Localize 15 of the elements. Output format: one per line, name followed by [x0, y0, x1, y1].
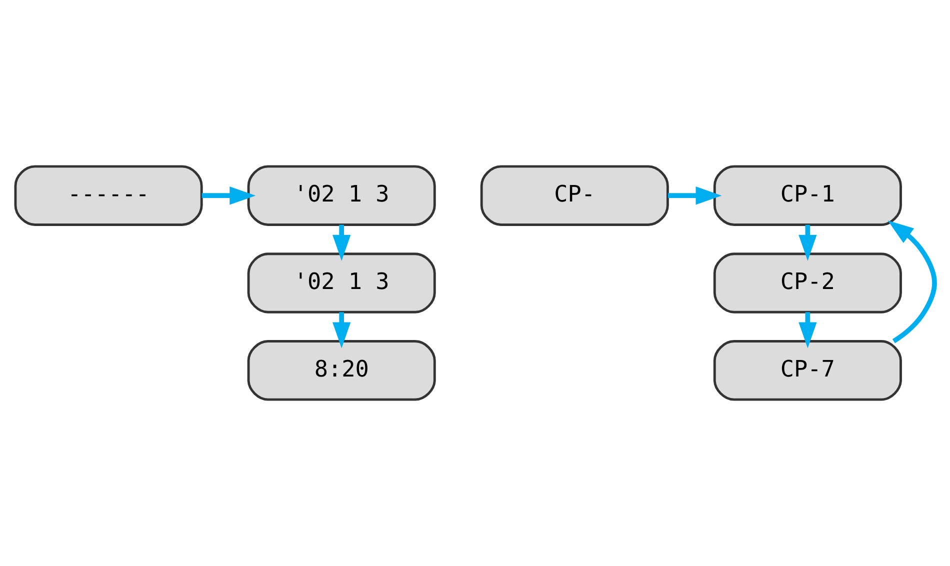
node-box: '02 1 3	[247, 252, 436, 314]
node-box: CP-1	[713, 165, 902, 226]
node-box: ------	[14, 165, 203, 226]
arrow	[798, 224, 817, 261]
node-box: CP-7	[713, 340, 902, 401]
node-box: CP-2	[713, 252, 902, 314]
node-box: 8:20	[247, 340, 436, 401]
arrow	[332, 224, 351, 261]
arrow	[202, 186, 256, 205]
arrow	[888, 220, 937, 344]
arrow	[798, 312, 817, 348]
node-box: '02 1 3	[247, 165, 436, 226]
arrow	[668, 186, 722, 205]
arrow	[332, 312, 351, 348]
node-box: CP-	[480, 165, 669, 226]
